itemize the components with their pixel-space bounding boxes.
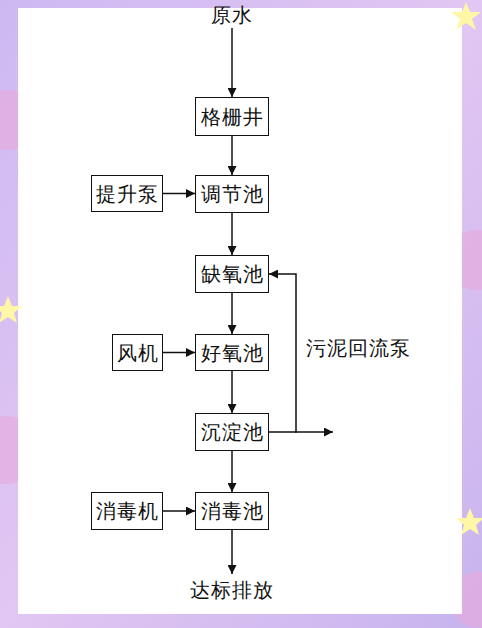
terminal-text: 达标排放 (182, 574, 282, 606)
process-box: 沉淀池 (195, 413, 269, 451)
node-text: 消毒机 (96, 500, 159, 522)
flow-arrow (231, 28, 233, 97)
flow-arrow (269, 274, 296, 432)
process-box: 风机 (112, 334, 163, 371)
flow-arrow (163, 352, 195, 354)
flow-arrow (163, 510, 195, 512)
flow-arrow (231, 213, 233, 255)
flow-arrow (231, 451, 233, 492)
decor-star (451, 2, 481, 30)
node-text: 缺氧池 (201, 263, 264, 285)
flow-arrow (163, 193, 195, 195)
node-text: 好氧池 (201, 342, 264, 364)
process-box: 格栅井 (195, 97, 269, 136)
process-box: 提升泵 (91, 175, 163, 212)
white-panel (18, 8, 462, 614)
node-text: 调节池 (201, 183, 264, 205)
process-box: 消毒池 (195, 492, 269, 530)
node-text: 原水 (211, 4, 253, 26)
flow-arrow (231, 530, 233, 574)
flow-arrow (231, 136, 233, 175)
process-box: 调节池 (195, 175, 269, 213)
node-text: 提升泵 (96, 183, 159, 205)
node-text: 达标排放 (190, 579, 274, 601)
node-text: 格栅井 (201, 106, 264, 128)
flow-arrow (231, 293, 233, 334)
node-text: 沉淀池 (201, 421, 264, 443)
process-box: 缺氧池 (195, 255, 269, 293)
process-box: 好氧池 (195, 334, 269, 371)
node-text: 风机 (117, 342, 159, 364)
decor-star (0, 296, 22, 323)
terminal-text: 原水 (202, 2, 262, 28)
decor-star (456, 508, 482, 535)
node-text: 消毒池 (201, 500, 264, 522)
process-box: 消毒机 (91, 492, 163, 530)
sludge-outlet-line (295, 431, 333, 433)
flow-arrow (231, 371, 233, 413)
edge-label: 污泥回流泵 (306, 337, 411, 359)
